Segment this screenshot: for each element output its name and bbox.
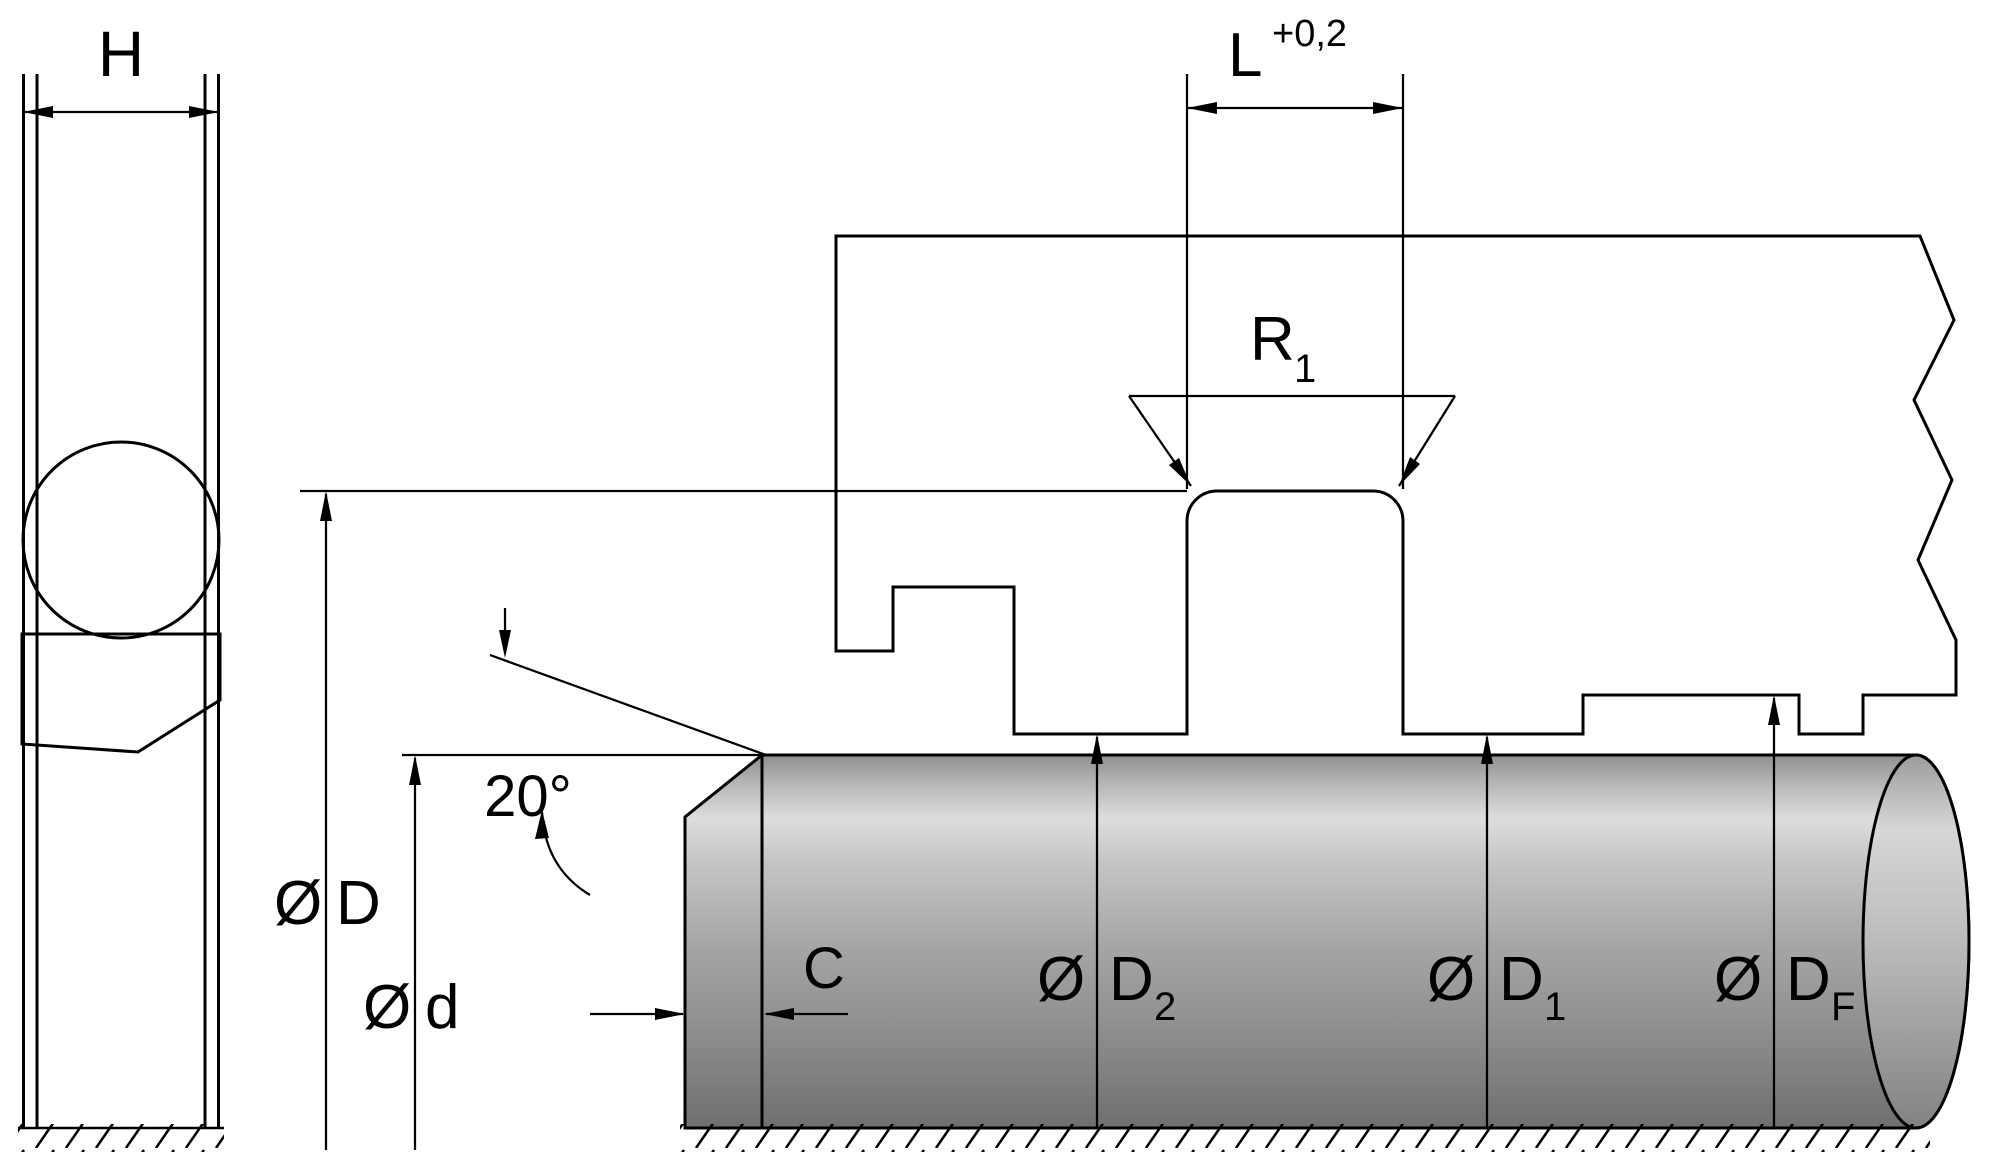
break-ticks-left-view	[18, 1124, 224, 1152]
dim-C-arrow-right	[764, 1008, 794, 1020]
dim-OD: Ø D	[274, 489, 1187, 1150]
dim-H-arrow-right	[189, 106, 219, 118]
dim-L-arrow-left	[1187, 102, 1217, 114]
rod-end-face	[1861, 753, 1971, 1130]
dim-OD-label: Ø D	[274, 869, 381, 938]
dim-R1-arrow-left	[1169, 458, 1191, 486]
dim-chamfer-angle: 20°	[484, 608, 767, 896]
housing-section	[834, 234, 1958, 736]
dim-R1-label: R 1	[1250, 305, 1316, 391]
dim-DF-label: Ø D F	[1714, 945, 1855, 1029]
chamfer-angle-label: 20°	[484, 764, 572, 829]
dim-R1-arrow-right	[1399, 457, 1420, 486]
o-ring	[21, 440, 221, 640]
dim-D2: Ø D 2	[1037, 734, 1176, 1128]
chamfer-angle-arc-arrow	[535, 810, 549, 839]
dim-Od-label: Ø d	[363, 973, 459, 1042]
dim-OD-arrow	[320, 491, 332, 521]
dim-H-arrow-left	[23, 106, 53, 118]
dim-D2-label: Ø D 2	[1037, 945, 1176, 1029]
rod-section	[683, 753, 1971, 1130]
dim-C: C	[590, 936, 848, 1020]
dim-DF-arrow	[1768, 695, 1780, 725]
dim-C-arrow-left	[655, 1008, 685, 1020]
chamfer-angle-arrow	[499, 630, 511, 658]
dim-L: L +0,2	[1185, 13, 1405, 489]
break-ticks-rod	[680, 1124, 1930, 1152]
dim-D2-arrow	[1091, 734, 1103, 764]
dim-L-label: L +0,2	[1228, 13, 1347, 90]
dim-Od-arrow	[409, 755, 421, 785]
dim-D1: Ø D 1	[1427, 734, 1566, 1128]
dim-D1-arrow	[1481, 734, 1493, 764]
dim-R1: R 1	[1128, 305, 1456, 487]
dim-DF: Ø D F	[1714, 695, 1855, 1128]
seal-body	[20, 632, 222, 754]
break-lines	[18, 1124, 1930, 1152]
dim-D1-label: Ø D 1	[1427, 945, 1566, 1029]
dim-L-arrow-right	[1373, 102, 1403, 114]
rod	[683, 753, 1971, 1130]
dim-Od: Ø d	[363, 753, 762, 1150]
chamfer-construction-line	[489, 653, 767, 757]
dim-C-label: C	[803, 936, 845, 1001]
housing	[834, 234, 1958, 736]
dim-H: H	[23, 18, 219, 118]
seal-profile-view	[20, 74, 222, 1128]
dim-H-label: H	[98, 18, 144, 90]
